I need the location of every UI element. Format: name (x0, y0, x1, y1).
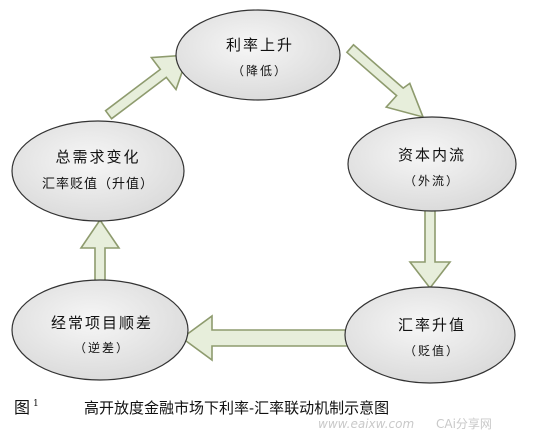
node-capital-flow-shape (347, 116, 517, 212)
arrow-appreciate-to-surplus (180, 314, 356, 362)
arrows (79, 43, 452, 362)
node-trade-surplus-title: 经常项目顺差 (51, 314, 153, 332)
node-capital-flow-subtitle: （外流） (404, 174, 460, 188)
node-demand-change-title: 总需求变化 (55, 148, 140, 166)
node-rate-up: 利率上升 （降低） (175, 9, 341, 101)
node-trade-surplus-subtitle: （逆差） (74, 340, 130, 355)
watermark-url: www.eaixw.com (318, 417, 414, 431)
node-trade-surplus-shape (11, 279, 189, 381)
node-trade-surplus: 经常项目顺差 （逆差） (11, 279, 189, 381)
node-capital-flow: 资本内流 （外流） (347, 116, 517, 212)
arrow-demand-to-rate-up (104, 54, 190, 120)
arrow-rate-up-to-capital (345, 43, 425, 119)
caption-label: 图 (14, 398, 30, 417)
node-rate-up-subtitle: （降低） (232, 64, 288, 78)
caption-title: 高开放度金融市场下利率-汇率联动机制示意图 (84, 399, 389, 417)
node-capital-flow-title: 资本内流 (398, 146, 466, 164)
node-rate-appreciate: 汇率升值 （贬值） (344, 286, 516, 384)
arrow-capital-to-appreciate (408, 209, 452, 290)
node-rate-appreciate-subtitle: （贬值） (404, 343, 460, 358)
caption-number: 1 (33, 399, 39, 409)
arrow-surplus-to-demand (79, 218, 121, 286)
watermark-brand: CAi分享网 (436, 416, 492, 431)
node-rate-appreciate-shape (344, 286, 516, 384)
node-demand-change: 总需求变化 汇率贬值（升值） (11, 120, 185, 222)
node-demand-change-shape (11, 120, 185, 222)
node-demand-change-subtitle: 汇率贬值（升值） (42, 176, 154, 192)
watermark: www.eaixw.com CAi分享网 (318, 416, 492, 431)
figure-caption: 图 1 高开放度金融市场下利率-汇率联动机制示意图 (14, 398, 389, 417)
node-rate-up-title: 利率上升 (226, 36, 294, 54)
node-rate-appreciate-title: 汇率升值 (398, 316, 466, 334)
node-rate-up-shape (175, 9, 341, 101)
